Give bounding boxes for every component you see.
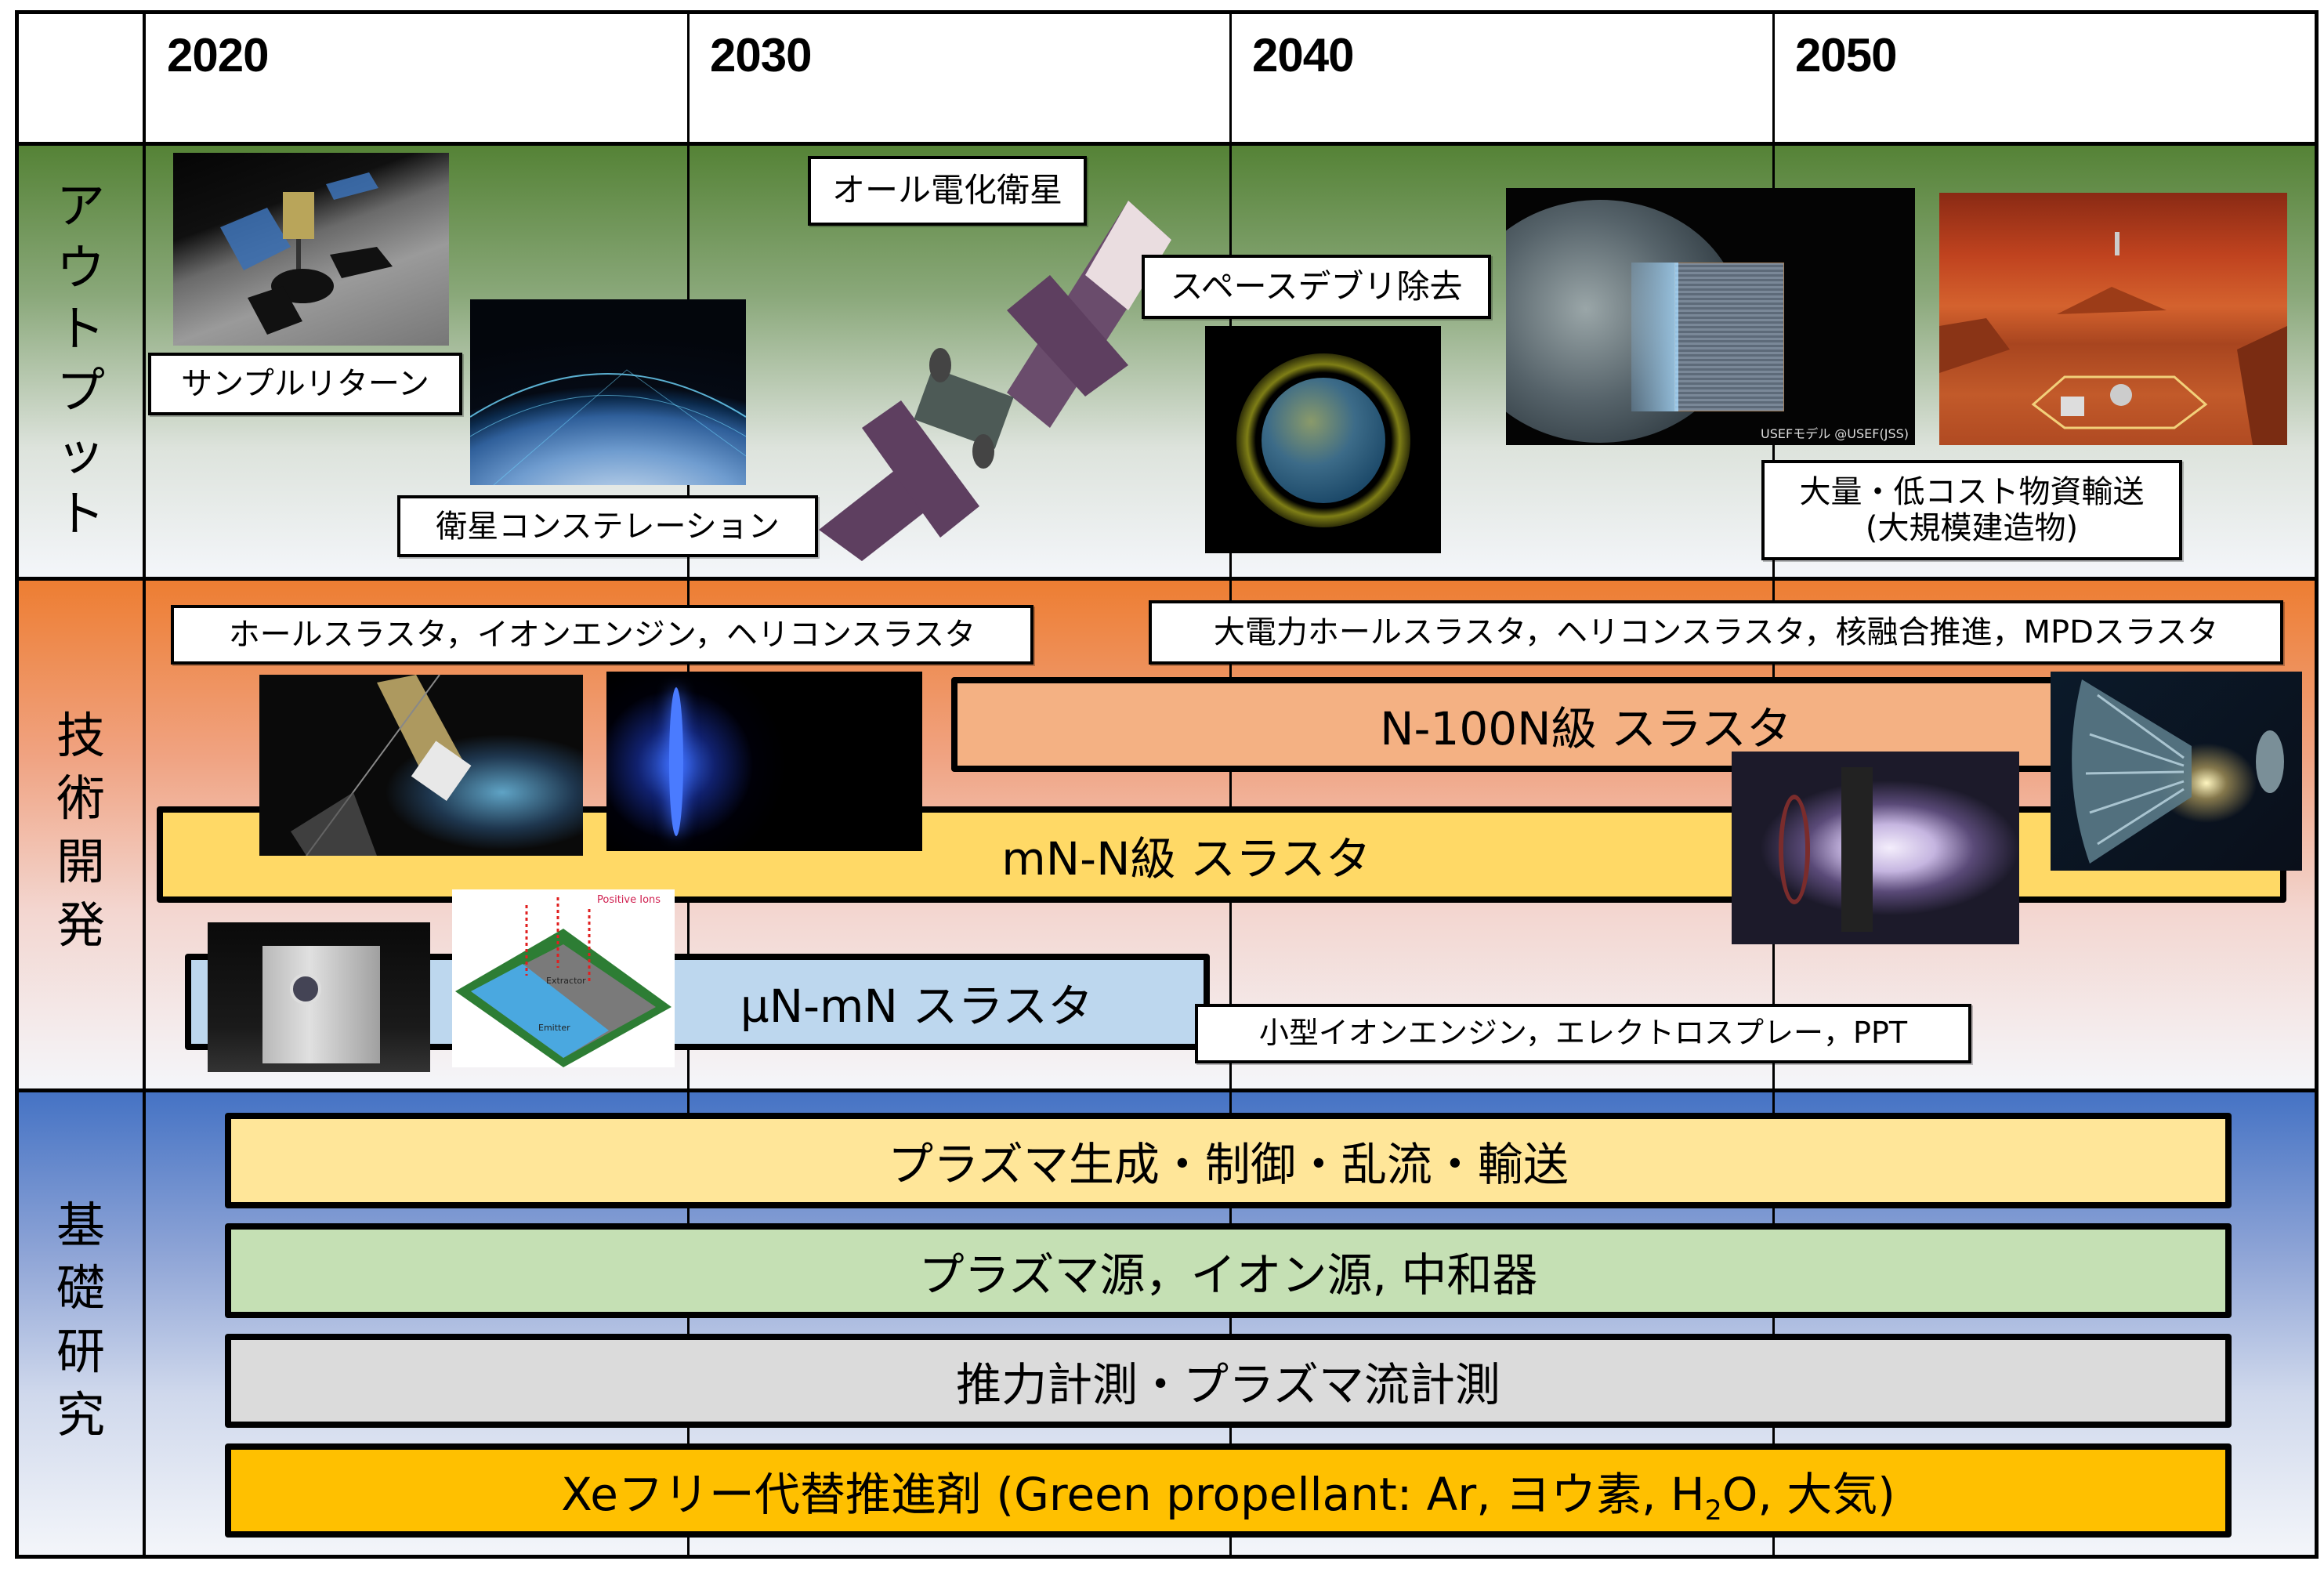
emitter-label: Emitter xyxy=(538,1023,570,1033)
output-section-label: ア ウ ト プ ッ ト xyxy=(56,176,105,543)
electrospray-diagram-image: Positive Ions Extractor Emitter xyxy=(452,889,675,1067)
gridline-2040 xyxy=(1229,10,1232,1559)
header-divider xyxy=(15,142,2319,146)
satellite-constellation-image xyxy=(470,299,746,485)
hayabusa2-asteroid-image xyxy=(173,153,449,346)
mars-landscape-icon xyxy=(1939,232,2287,445)
blue-plasma-thruster-image xyxy=(606,672,922,851)
year-2040: 2040 xyxy=(1252,29,1354,81)
network-lines-icon xyxy=(470,369,746,485)
future-thrusters-label: 大電力ホールスラスタ，ヘリコンスラスタ，核融合推進，MPDスラスタ xyxy=(1149,600,2283,665)
year-2020: 2020 xyxy=(167,29,269,81)
xe-free-propellant-label: Xeフリー代替推進剤 (Green propellant: Ar, ヨウ素, H… xyxy=(561,1468,1895,1527)
electrospray-diagram-icon xyxy=(455,897,671,1067)
un-mn-thruster-label: µN-mN スラスタ xyxy=(740,979,1094,1033)
mass-transport-label-line2: (大規模建造物) xyxy=(1865,510,2079,546)
space-solar-power-image: USEFモデル @USEF(JSS) xyxy=(1506,188,1915,445)
micro-ion-thruster-image xyxy=(208,922,430,1072)
coil xyxy=(1841,767,1873,932)
earth-globe xyxy=(1262,378,1385,503)
sample-return-label: サンプルリターン xyxy=(148,353,462,415)
mass-transport-label: 大量・低コスト物資輸送 (大規模建造物) xyxy=(1761,460,2182,560)
plasma-ring-left xyxy=(1779,795,1810,904)
solar-panel xyxy=(1674,263,1784,411)
basic-research-section-label: 基 礎 研 究 xyxy=(56,1196,105,1443)
output-tech-divider xyxy=(15,577,2319,581)
helicon-plasma-image xyxy=(1732,752,2019,944)
n-100n-thruster-bar: N-100N級 スラスタ xyxy=(951,677,2268,772)
plasma-ring xyxy=(669,687,683,836)
image-credit: USEFモデル @USEF(JSS) xyxy=(1761,426,1909,441)
space-debris-removal-label: スペースデブリ除去 xyxy=(1142,255,1491,319)
satellite-constellation-label: 衛星コンステレーション xyxy=(397,495,818,557)
current-thrusters-label: ホールスラスタ，イオンエンジン，ヘリコンスラスタ xyxy=(171,605,1033,665)
spacecraft-icon xyxy=(291,675,472,856)
year-2050: 2050 xyxy=(1795,29,1897,81)
spacecraft-icon xyxy=(220,172,393,335)
extractor-label: Extractor xyxy=(546,976,586,986)
plasma-source-bar: プラズマ源，イオン源, 中和器 xyxy=(225,1223,2232,1318)
xe-free-propellant-bar: Xeフリー代替推進剤 (Green propellant: Ar, ヨウ素, H… xyxy=(225,1443,2232,1538)
light-beam xyxy=(1631,263,1678,411)
fusion-spacecraft-image xyxy=(2051,672,2302,871)
n-100n-thruster-label: N-100N級 スラスタ xyxy=(1380,701,1792,755)
tech-basic-divider xyxy=(15,1088,2319,1092)
table-frame xyxy=(15,10,2319,1559)
mass-transport-label-line1: 大量・低コスト物資輸送 xyxy=(1799,474,2145,510)
thrust-measurement-bar: 推力計測・プラズマ流計測 xyxy=(225,1334,2232,1428)
small-thrusters-label: 小型イオンエンジン，エレクトロスプレー，PPT xyxy=(1195,1004,1971,1063)
ion-engine-spacecraft-image xyxy=(259,675,583,856)
thruster-cube xyxy=(262,946,380,1063)
thruster-nozzle xyxy=(290,973,321,1005)
plasma-generation-bar: プラズマ生成・制御・乱流・輸送 xyxy=(225,1113,2232,1208)
mn-n-thruster-label: mN-N級 スラスタ xyxy=(1001,831,1371,886)
spacecraft-icon xyxy=(2072,679,2284,864)
positive-ions-label: Positive Ions xyxy=(597,894,661,906)
mars-base-image xyxy=(1939,193,2287,445)
label-column-divider xyxy=(143,10,146,1559)
tech-section-label: 技 術 開 発 xyxy=(56,706,105,954)
all-electric-satellite-image xyxy=(819,201,1171,561)
header-row xyxy=(15,10,2319,143)
earth-space-debris-image xyxy=(1205,326,1441,553)
all-electric-satellite-label: オール電化衛星 xyxy=(808,156,1087,226)
year-2030: 2030 xyxy=(710,29,812,81)
